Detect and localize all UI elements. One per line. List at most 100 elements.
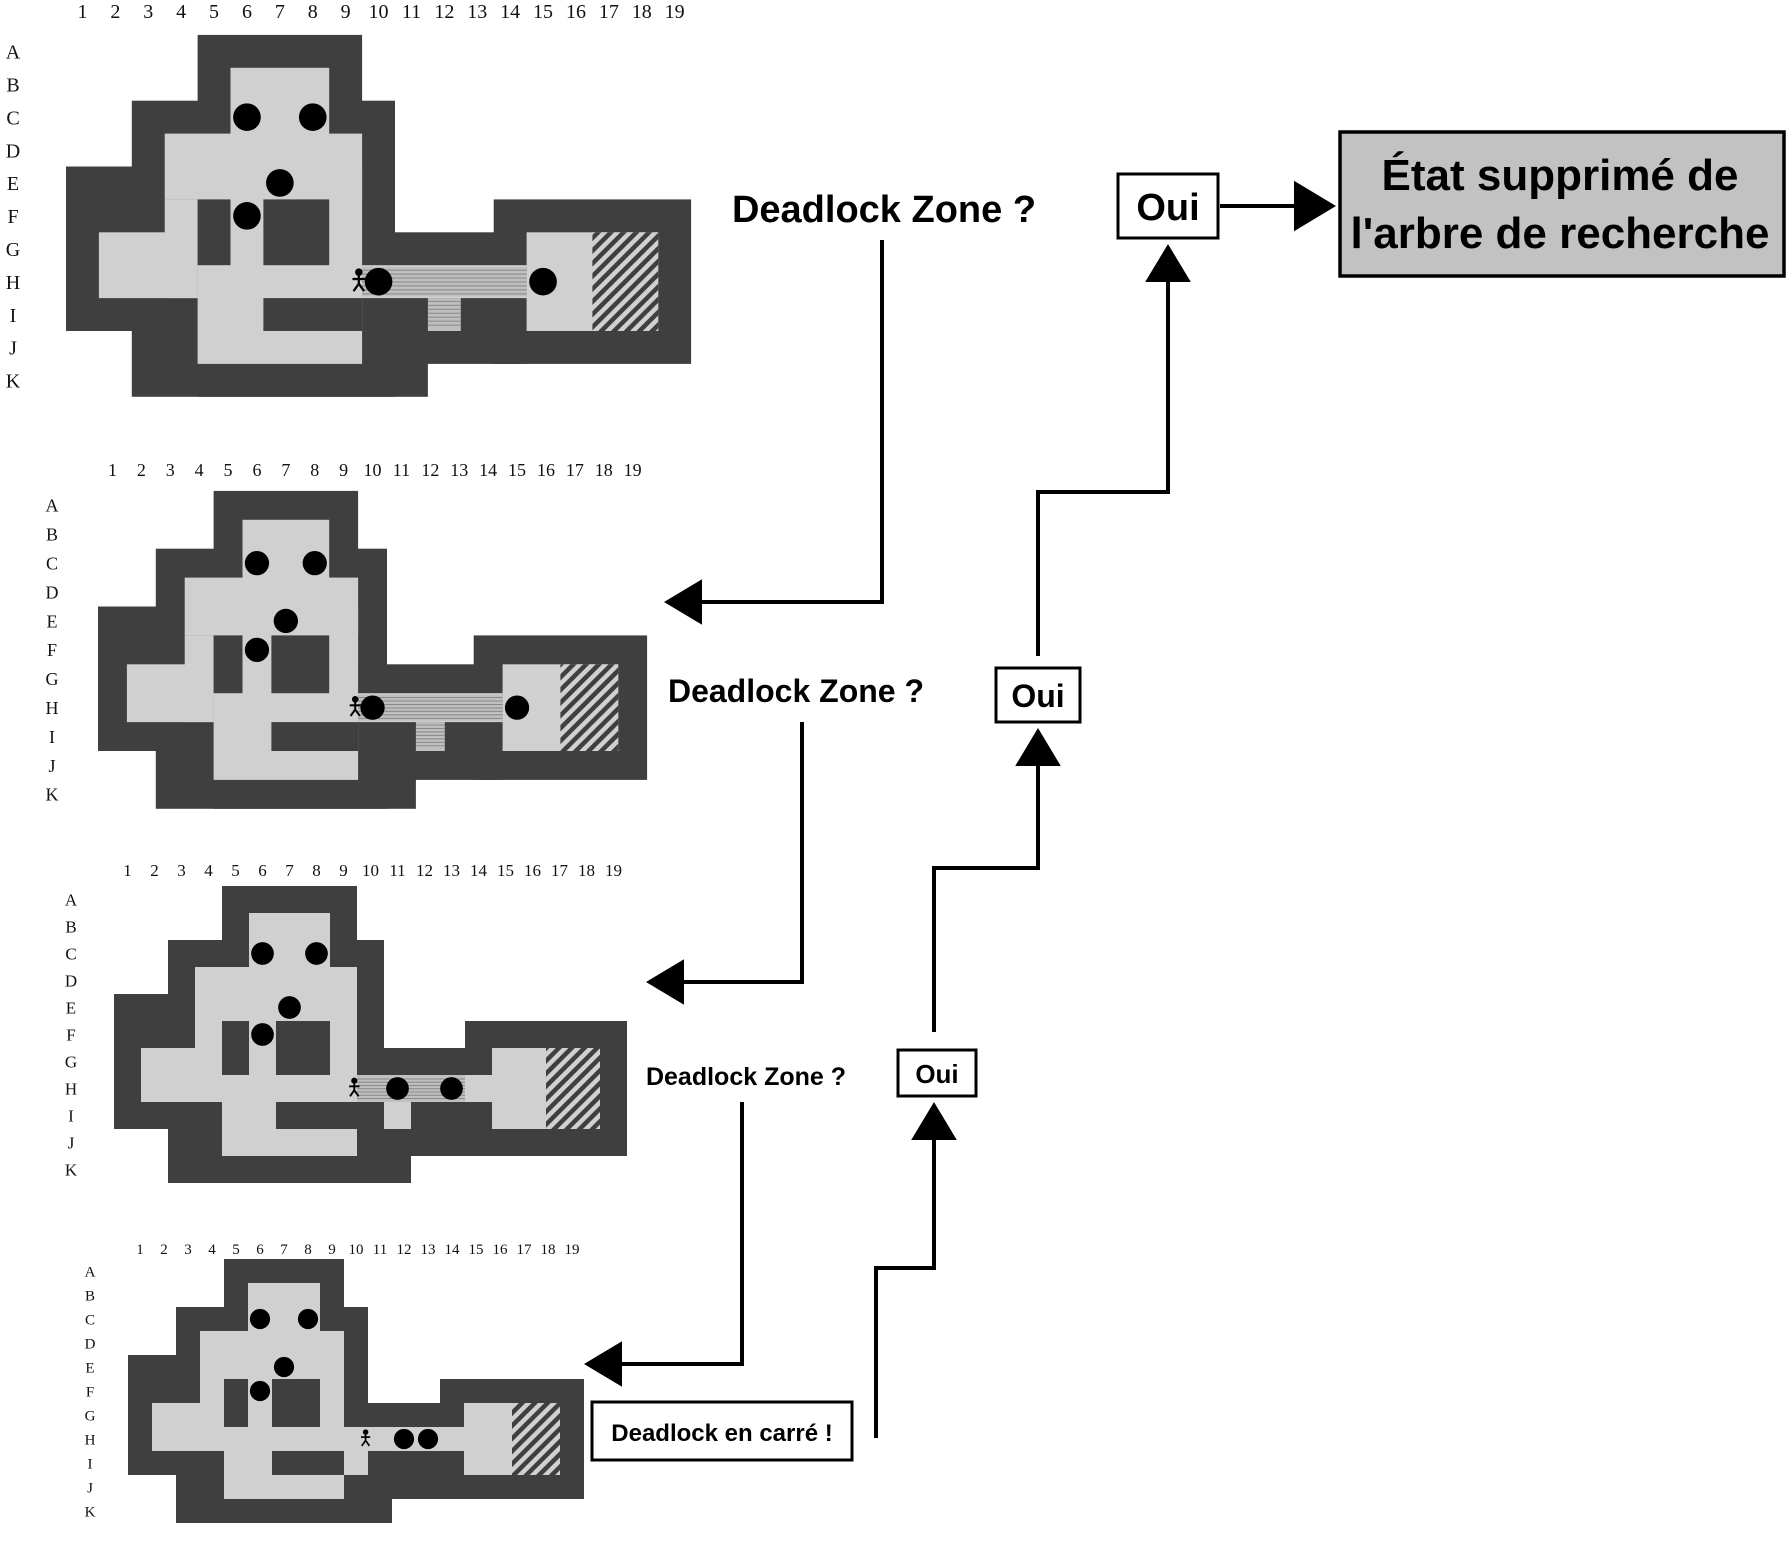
result-line-2: l'arbre de recherche bbox=[1351, 209, 1770, 258]
connector-line bbox=[932, 764, 1040, 1032]
column-label: 11 bbox=[373, 1242, 387, 1258]
row-label: G bbox=[65, 1052, 77, 1071]
column-label: 6 bbox=[256, 1242, 264, 1258]
column-label: 19 bbox=[605, 861, 622, 880]
player-leg bbox=[352, 283, 360, 292]
goal-area bbox=[512, 1403, 560, 1475]
column-label: 4 bbox=[176, 1, 186, 23]
row-label: I bbox=[49, 727, 55, 747]
column-label: 10 bbox=[349, 1242, 364, 1258]
row-label: B bbox=[65, 917, 76, 936]
column-label: 10 bbox=[362, 861, 379, 880]
box bbox=[364, 267, 393, 296]
box bbox=[233, 103, 261, 131]
answer-yes: Oui bbox=[994, 666, 1082, 724]
row-label: F bbox=[86, 1384, 94, 1400]
goal-area bbox=[560, 664, 619, 751]
column-label: 11 bbox=[389, 861, 405, 880]
column-label: 14 bbox=[479, 460, 497, 480]
column-label: 7 bbox=[281, 460, 290, 480]
player-icon bbox=[349, 1077, 360, 1097]
box bbox=[360, 695, 385, 720]
column-label: 15 bbox=[497, 861, 514, 880]
row-label: H bbox=[46, 698, 59, 718]
row-label: I bbox=[68, 1106, 74, 1125]
row-label: G bbox=[6, 239, 20, 261]
column-label: 16 bbox=[537, 460, 555, 480]
column-label: 3 bbox=[177, 861, 186, 880]
player-icon bbox=[352, 268, 366, 292]
player-leg bbox=[361, 1440, 367, 1447]
column-label: 10 bbox=[369, 1, 389, 23]
row-label: D bbox=[6, 140, 20, 162]
deadlock-zone bbox=[427, 298, 461, 331]
column-label: 12 bbox=[397, 1242, 412, 1258]
result: État supprimé del'arbre de recherche bbox=[1338, 130, 1786, 278]
row-label: J bbox=[87, 1480, 93, 1496]
box bbox=[273, 1356, 295, 1378]
arrow-up-icon bbox=[911, 1102, 957, 1140]
arrow-left-icon bbox=[646, 959, 684, 1005]
floor bbox=[200, 1379, 224, 1451]
column-label: 5 bbox=[231, 861, 240, 880]
arrow-left-icon bbox=[584, 1341, 622, 1387]
column-label: 5 bbox=[224, 460, 233, 480]
column-label: 14 bbox=[445, 1242, 461, 1258]
column-label: 18 bbox=[578, 861, 595, 880]
column-label: 13 bbox=[450, 460, 468, 480]
box bbox=[278, 996, 301, 1019]
row-label: H bbox=[6, 272, 20, 294]
inner-wall bbox=[263, 199, 330, 266]
row-label: A bbox=[46, 496, 59, 516]
row-label: K bbox=[46, 785, 59, 805]
box bbox=[298, 103, 327, 131]
column-label: 2 bbox=[110, 1, 120, 23]
row-label: D bbox=[85, 1336, 96, 1352]
row-label: D bbox=[46, 582, 59, 602]
row-label: E bbox=[66, 998, 76, 1017]
column-label: 7 bbox=[285, 861, 294, 880]
column-label: 18 bbox=[541, 1242, 556, 1258]
column-label: 15 bbox=[469, 1242, 484, 1258]
box bbox=[251, 1023, 274, 1046]
square-deadlock-label: Deadlock en carré ! bbox=[611, 1420, 832, 1447]
inner-wall bbox=[276, 1102, 357, 1129]
connector-line bbox=[700, 240, 884, 604]
column-label: 3 bbox=[184, 1242, 192, 1258]
row-label: C bbox=[65, 944, 76, 963]
column-label: 17 bbox=[517, 1242, 533, 1258]
column-label: 4 bbox=[208, 1242, 216, 1258]
column-label: 14 bbox=[500, 1, 520, 23]
column-label: 13 bbox=[443, 861, 460, 880]
column-label: 11 bbox=[393, 460, 410, 480]
player-icon bbox=[360, 1429, 371, 1447]
arrow-left-icon bbox=[664, 579, 702, 625]
answer-label: Oui bbox=[1011, 678, 1064, 714]
inner-wall bbox=[271, 722, 359, 751]
player-leg bbox=[349, 708, 357, 717]
column-label: 7 bbox=[275, 1, 285, 23]
player-head bbox=[355, 268, 363, 276]
deadlock-zone-question: Deadlock Zone ? bbox=[668, 673, 924, 709]
column-label: 5 bbox=[232, 1242, 240, 1258]
column-label: 8 bbox=[312, 861, 321, 880]
inner-wall bbox=[213, 635, 243, 694]
box bbox=[440, 1077, 463, 1100]
row-label: H bbox=[65, 1079, 77, 1098]
floor bbox=[164, 199, 198, 299]
box bbox=[393, 1428, 415, 1450]
column-label: 1 bbox=[136, 1242, 144, 1258]
row-label: C bbox=[46, 554, 58, 574]
answer-label: Oui bbox=[1136, 187, 1199, 229]
row-label: I bbox=[10, 305, 17, 327]
arrow-up-icon bbox=[1145, 244, 1191, 282]
column-label: 19 bbox=[665, 1, 685, 23]
box bbox=[273, 608, 298, 634]
column-label: 17 bbox=[566, 460, 584, 480]
column-label: 6 bbox=[242, 1, 252, 23]
inner-wall bbox=[271, 635, 330, 694]
goal-area bbox=[546, 1048, 600, 1129]
player-head bbox=[351, 1077, 358, 1084]
